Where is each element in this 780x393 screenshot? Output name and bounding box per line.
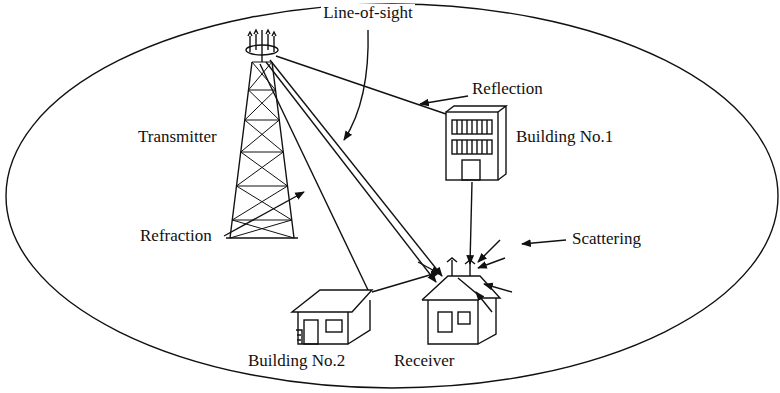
reflection-label: Reflection <box>470 80 545 99</box>
transmitter-label: Transmitter <box>136 128 219 147</box>
coverage-ellipse <box>6 4 778 388</box>
lattice-strut <box>245 120 284 152</box>
lattice-strut <box>232 220 294 238</box>
lattice-strut <box>232 220 292 221</box>
lattice-strut <box>245 90 276 120</box>
lattice-strut <box>241 152 284 153</box>
scattering-label: Scattering <box>570 230 643 249</box>
lattice-strut <box>252 62 276 90</box>
building-two <box>292 290 372 344</box>
lattice-strut <box>237 152 284 186</box>
transmitter-tower <box>226 30 298 238</box>
propagation-paths <box>260 56 472 292</box>
los-label: Line-of-sight <box>321 4 415 23</box>
lattice-strut <box>252 62 272 63</box>
lattice-strut <box>245 120 280 121</box>
lattice-strut <box>249 90 276 91</box>
lattice-strut <box>241 120 280 152</box>
receiver-label: Receiver <box>392 352 456 371</box>
lattice-strut <box>241 152 288 186</box>
building-label: Building No.2 <box>246 352 347 371</box>
refraction-label: Refraction <box>138 227 214 246</box>
building-label: Building No.1 <box>514 128 615 147</box>
lattice-strut <box>230 220 292 238</box>
lattice-strut <box>232 186 287 220</box>
scattering-arrows <box>418 240 512 312</box>
lattice-strut <box>237 186 288 187</box>
building-one <box>446 106 506 180</box>
